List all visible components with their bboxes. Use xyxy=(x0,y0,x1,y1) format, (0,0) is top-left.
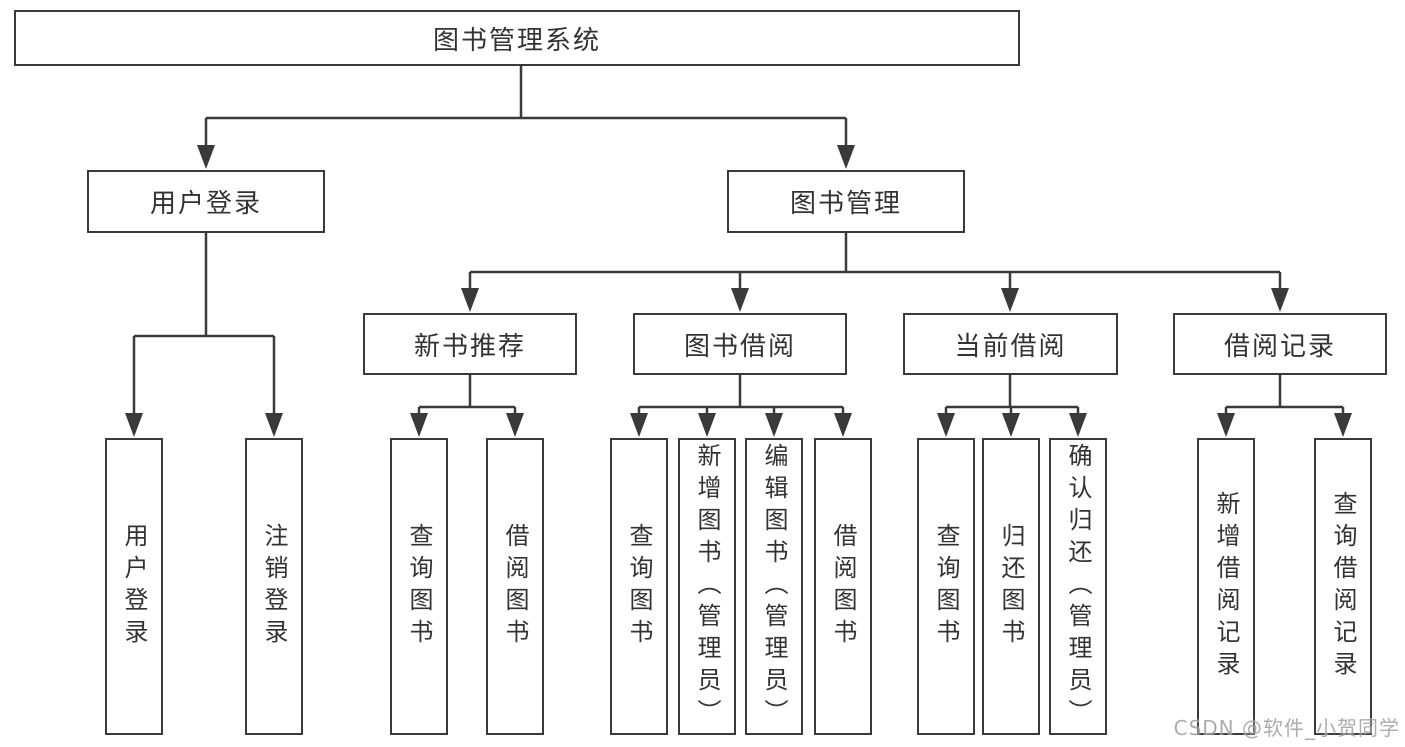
leaf-query-books-recommend: 查询图书 xyxy=(390,438,448,735)
leaf-add-book-admin: 新增图书（管理员） xyxy=(678,438,736,735)
leaf-confirm-return-admin-label: 确认归还（管理员） xyxy=(1064,442,1092,731)
leaf-query-books-borrowing-label: 查询图书 xyxy=(625,522,653,651)
node-book-management: 图书管理 xyxy=(727,170,965,233)
connector-book-management-children xyxy=(461,233,1289,312)
leaf-query-books-recommend-label: 查询图书 xyxy=(405,522,433,651)
connector-book-borrowing-children xyxy=(630,375,852,437)
leaf-return-books: 归还图书 xyxy=(982,438,1040,735)
node-new-book-recommend: 新书推荐 xyxy=(363,313,577,375)
connector-new-book-recommend-children xyxy=(410,375,524,437)
leaf-borrow-books: 借阅图书 xyxy=(814,438,872,735)
leaf-user-login: 用户登录 xyxy=(105,438,163,735)
leaf-confirm-return-admin: 确认归还（管理员） xyxy=(1049,438,1107,735)
csdn-watermark: CSDN @软件_小贺同学 xyxy=(1173,716,1400,740)
leaf-add-book-admin-label: 新增图书（管理员） xyxy=(693,442,721,731)
leaf-query-books-borrowing: 查询图书 xyxy=(610,438,668,735)
leaf-borrow-books-recommend: 借阅图书 xyxy=(486,438,544,735)
leaf-add-borrow-record-label: 新增借阅记录 xyxy=(1212,490,1240,683)
node-library-management-system: 图书管理系统 xyxy=(14,10,1020,66)
leaf-borrow-books-recommend-label: 借阅图书 xyxy=(501,522,529,651)
node-borrowing-records: 借阅记录 xyxy=(1173,313,1387,375)
leaf-add-borrow-record: 新增借阅记录 xyxy=(1197,438,1255,735)
leaf-query-books-current: 查询图书 xyxy=(917,438,975,735)
connector-current-borrowing-children xyxy=(937,375,1087,437)
node-current-borrowing: 当前借阅 xyxy=(903,313,1118,375)
leaf-edit-book-admin-label: 编辑图书（管理员） xyxy=(760,442,788,731)
leaf-query-books-current-label: 查询图书 xyxy=(932,522,960,651)
connector-borrowing-records-children xyxy=(1217,375,1352,437)
leaf-query-borrow-record-label: 查询借阅记录 xyxy=(1329,490,1357,683)
node-user-login: 用户登录 xyxy=(87,170,325,233)
leaf-return-books-label: 归还图书 xyxy=(997,522,1025,651)
leaf-logout: 注销登录 xyxy=(245,438,303,735)
leaf-edit-book-admin: 编辑图书（管理员） xyxy=(745,438,803,735)
connector-user-login-children xyxy=(125,233,283,437)
leaf-logout-label: 注销登录 xyxy=(260,522,288,651)
connector-root-to-level2 xyxy=(197,66,855,169)
leaf-borrow-books-label: 借阅图书 xyxy=(829,522,857,651)
leaf-query-borrow-record: 查询借阅记录 xyxy=(1314,438,1372,735)
node-book-borrowing: 图书借阅 xyxy=(633,313,847,375)
leaf-user-login-label: 用户登录 xyxy=(120,522,148,651)
